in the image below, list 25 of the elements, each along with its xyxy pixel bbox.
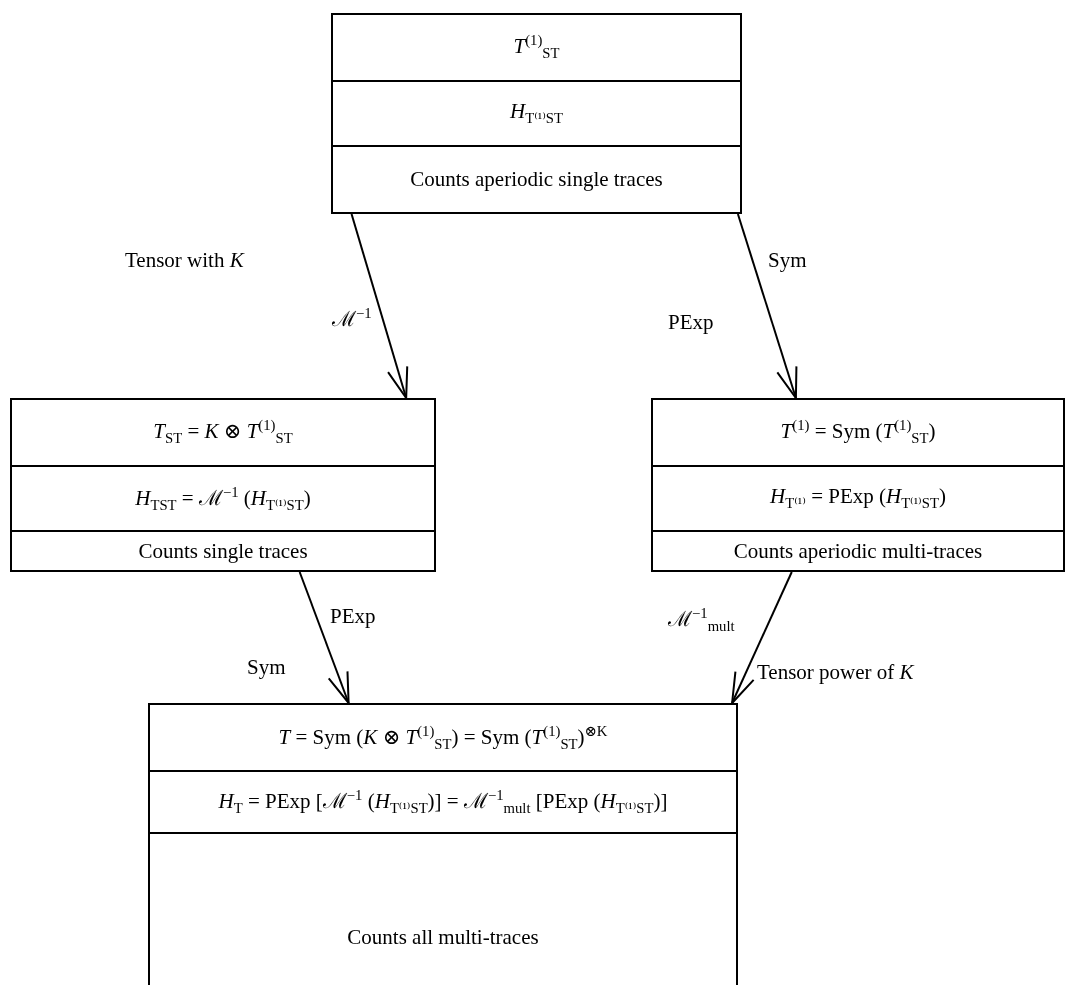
description-text: Counts single traces <box>138 538 308 564</box>
annotation-text: Sym <box>247 655 286 680</box>
annotation-text: ℳ$^{−1}$ <box>332 304 372 332</box>
formula: H$_{TST}$ = ℳ$^{−1}$ (H$_{T⁽¹⁾ST}$) <box>135 482 311 515</box>
arrow <box>731 571 793 704</box>
annotation-text: Tensor with K <box>125 248 244 273</box>
arrow <box>350 213 409 399</box>
description-text: Counts aperiodic multi-traces <box>733 538 983 564</box>
arrow <box>298 571 350 704</box>
arrow <box>736 213 798 399</box>
table-box <box>651 398 1065 572</box>
formula: H$_{T⁽¹⁾}$ = PExp (H$_{T⁽¹⁾ST}$) <box>770 484 946 513</box>
formula: T$^{(1)}$ = Sym (T$^{(1)}$$_{ST}$) <box>780 417 936 448</box>
formula: T = Sym (K ⊗ T$^{(1)}$$_{ST}$) = Sym (T$^{(1)}$$_{ST}$)$^{⊗K}$ <box>278 721 608 754</box>
formula: H$_{T}$ = PExp [ℳ$^{−1}$ (H$_{T⁽¹⁾ST}$)] = ℳ$^{−1}$$_{mult}$ [PExp (H$_{T⁽¹⁾ST}$)] <box>218 786 668 818</box>
table-box <box>331 13 742 214</box>
description-text: Counts aperiodic single traces <box>410 167 663 192</box>
table-box <box>148 703 738 985</box>
annotation-text: Sym <box>768 248 807 273</box>
annotation-text: PExp <box>330 604 376 629</box>
annotation-text: Tensor power of K <box>757 660 914 685</box>
annotation-text: PExp <box>668 310 714 335</box>
description-text: Counts all multi-traces <box>347 925 539 950</box>
formula: H$_{T⁽¹⁾ST}$ <box>510 99 563 128</box>
table-box <box>10 398 436 572</box>
